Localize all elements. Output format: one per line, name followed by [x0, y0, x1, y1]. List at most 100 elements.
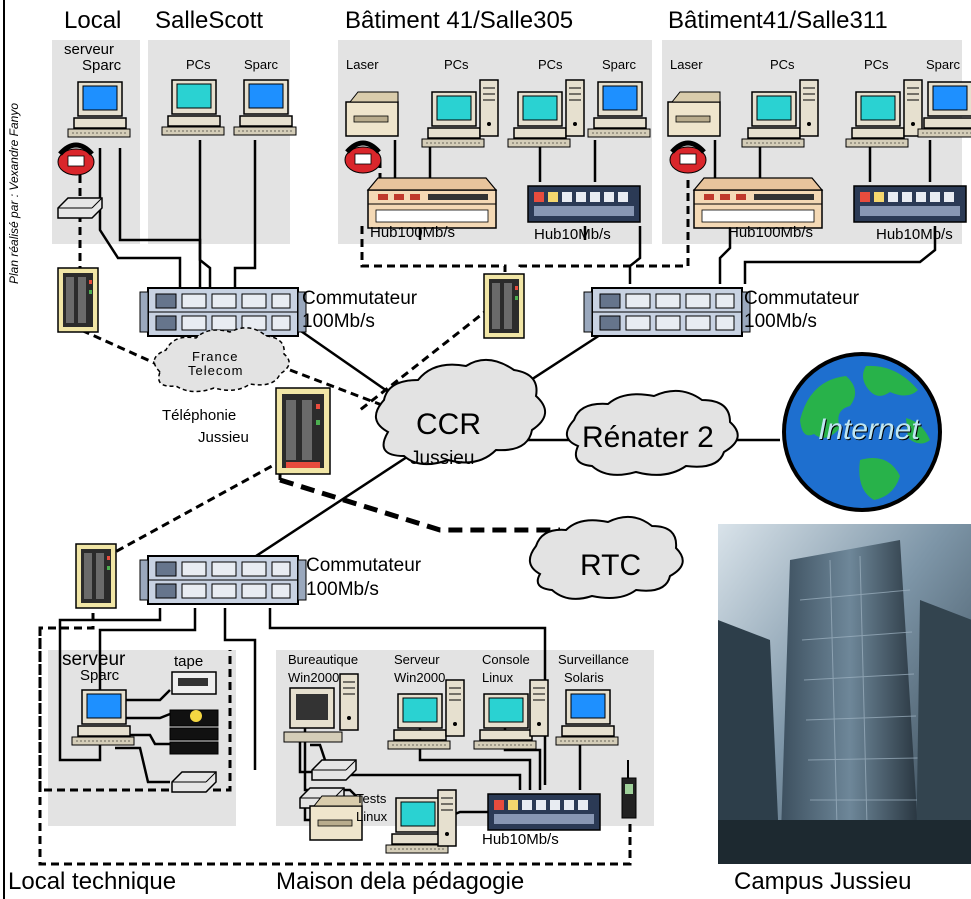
- pc-305b: [507, 91, 571, 148]
- heading-salle305: Bâtiment 41/Salle305: [345, 7, 574, 34]
- label-tests: Tests: [356, 791, 387, 806]
- label-linux-b: Linux: [356, 809, 388, 824]
- label-solaris: Solaris: [564, 670, 604, 685]
- hub10-311: [853, 185, 967, 223]
- tower-pc-icon: [479, 79, 499, 137]
- telephony-jussieu-rack: [275, 387, 331, 475]
- label-speed-1: 100Mb/s: [302, 311, 375, 332]
- label-pcs-scott: PCs: [186, 57, 211, 72]
- label-rtc: RTC: [580, 549, 642, 582]
- tower-pc-icon: [565, 79, 585, 137]
- label-linux-a: Linux: [482, 670, 514, 685]
- rack-middle: [483, 273, 525, 339]
- printer-icon: [309, 795, 363, 841]
- heading-maison: Maison dela pédagogie: [276, 868, 525, 895]
- label-renater: Rénater 2: [582, 421, 714, 454]
- cloud-ccr: [375, 359, 546, 466]
- switch-bottom: [139, 555, 307, 605]
- label-laser-311: Laser: [670, 57, 703, 72]
- label-pcs-311a: PCs: [770, 57, 795, 72]
- label-hub10-305: Hub10Mb/s: [534, 226, 611, 243]
- bureautique-pc: [283, 687, 343, 743]
- label-commutateur-1: Commutateur: [302, 288, 418, 309]
- label-win2000-a: Win2000: [288, 670, 340, 685]
- label-serveur-top: serveur: [64, 41, 115, 58]
- campus-photo: [718, 524, 971, 865]
- modem-icon: [171, 771, 217, 793]
- switch-top-left: [139, 287, 307, 337]
- label-console: Console: [482, 652, 530, 667]
- label-pcs-305a: PCs: [444, 57, 469, 72]
- label-hub10-maison: Hub10Mb/s: [482, 831, 559, 848]
- console-linux-pc: [473, 693, 537, 750]
- label-surveillance: Surveillance: [558, 652, 629, 667]
- pc-311b: [845, 91, 909, 148]
- cloud-france-telecom: [153, 327, 290, 393]
- surveillance-solaris-pc: [555, 689, 619, 746]
- telephony-rack-icon: [57, 267, 99, 333]
- label-pcs-311b: PCs: [864, 57, 889, 72]
- disk-array-icon: [169, 709, 219, 755]
- label-telephonie: Téléphonie: [162, 407, 237, 424]
- tower-pc-icon: [445, 679, 465, 737]
- label-jussieu-ccr: Jussieu: [410, 448, 475, 469]
- heading-salle-scott: SalleScott: [155, 7, 264, 34]
- sparc-workstation-local: [67, 81, 131, 138]
- tower-pc-icon: [529, 679, 549, 737]
- label-tape: tape: [174, 653, 204, 670]
- label-sparc-local: Sparc: [82, 57, 122, 74]
- label-sparc-lt: Sparc: [80, 667, 120, 684]
- label-speed-3: 100Mb/s: [306, 579, 379, 600]
- tower-pc-icon: [903, 79, 923, 137]
- sparc-salle-scott: [233, 79, 297, 136]
- label-sparc-311: Sparc: [926, 57, 960, 72]
- laser-printer-icon: [345, 91, 399, 137]
- telephone-icon: [345, 143, 381, 173]
- tower-pc-icon: [437, 789, 457, 847]
- switch-top-right: [583, 287, 751, 337]
- tower-pc-icon: [799, 79, 819, 137]
- telephone-icon: [670, 143, 706, 173]
- laser-printer-icon: [667, 91, 721, 137]
- pc-311a: [741, 91, 805, 148]
- heading-local-technique: Local technique: [8, 868, 177, 895]
- label-bureautique: Bureautique: [288, 652, 359, 667]
- hub100-305: [367, 177, 497, 229]
- zone-salle-scott: [148, 40, 290, 244]
- label-hub100-311: Hub100Mb/s: [728, 224, 814, 241]
- mobile-phone-icon: [621, 760, 637, 819]
- tower-pc-icon: [339, 673, 359, 731]
- credit-text: Plan réalisé par : Vexandre Fanyo: [7, 103, 21, 284]
- sparc-305: [587, 81, 651, 138]
- modem-icon: [311, 759, 357, 781]
- label-sparc-scott: Sparc: [244, 57, 278, 72]
- label-speed-2: 100Mb/s: [744, 311, 817, 332]
- label-jussieu-tel: Jussieu: [198, 429, 249, 446]
- label-commutateur-3: Commutateur: [306, 555, 422, 576]
- label-hub10-311: Hub10Mb/s: [876, 226, 953, 243]
- label-pcs-305b: PCs: [538, 57, 563, 72]
- label-telecom: Telecom: [188, 363, 244, 378]
- tape-drive-icon: [171, 671, 217, 695]
- pc-salle-scott: [161, 79, 225, 136]
- label-ccr: CCR: [416, 408, 481, 441]
- label-sparc-305: Sparc: [602, 57, 636, 72]
- rack-bottom-left: [75, 543, 117, 609]
- label-serveur-lt: serveur: [62, 649, 126, 670]
- hub10-305: [527, 185, 641, 223]
- label-laser-305: Laser: [346, 57, 379, 72]
- cloud-renater: [566, 389, 739, 476]
- heading-local: Local: [64, 7, 122, 34]
- telephone-icon: [58, 145, 94, 175]
- label-internet: Internet: [818, 413, 920, 446]
- pc-305a: [421, 91, 485, 148]
- label-hub100-305: Hub100Mb/s: [370, 224, 456, 241]
- label-france: France: [192, 349, 239, 364]
- label-win2000-b: Win2000: [394, 670, 446, 685]
- hub100-311: [693, 177, 823, 229]
- heading-campus: Campus Jussieu: [734, 868, 912, 895]
- cloud-rtc: [529, 515, 684, 600]
- author-credit: Plan réalisé par : Vexandre Fanyo: [6, 36, 24, 286]
- label-serveur-cap: Serveur: [394, 652, 440, 667]
